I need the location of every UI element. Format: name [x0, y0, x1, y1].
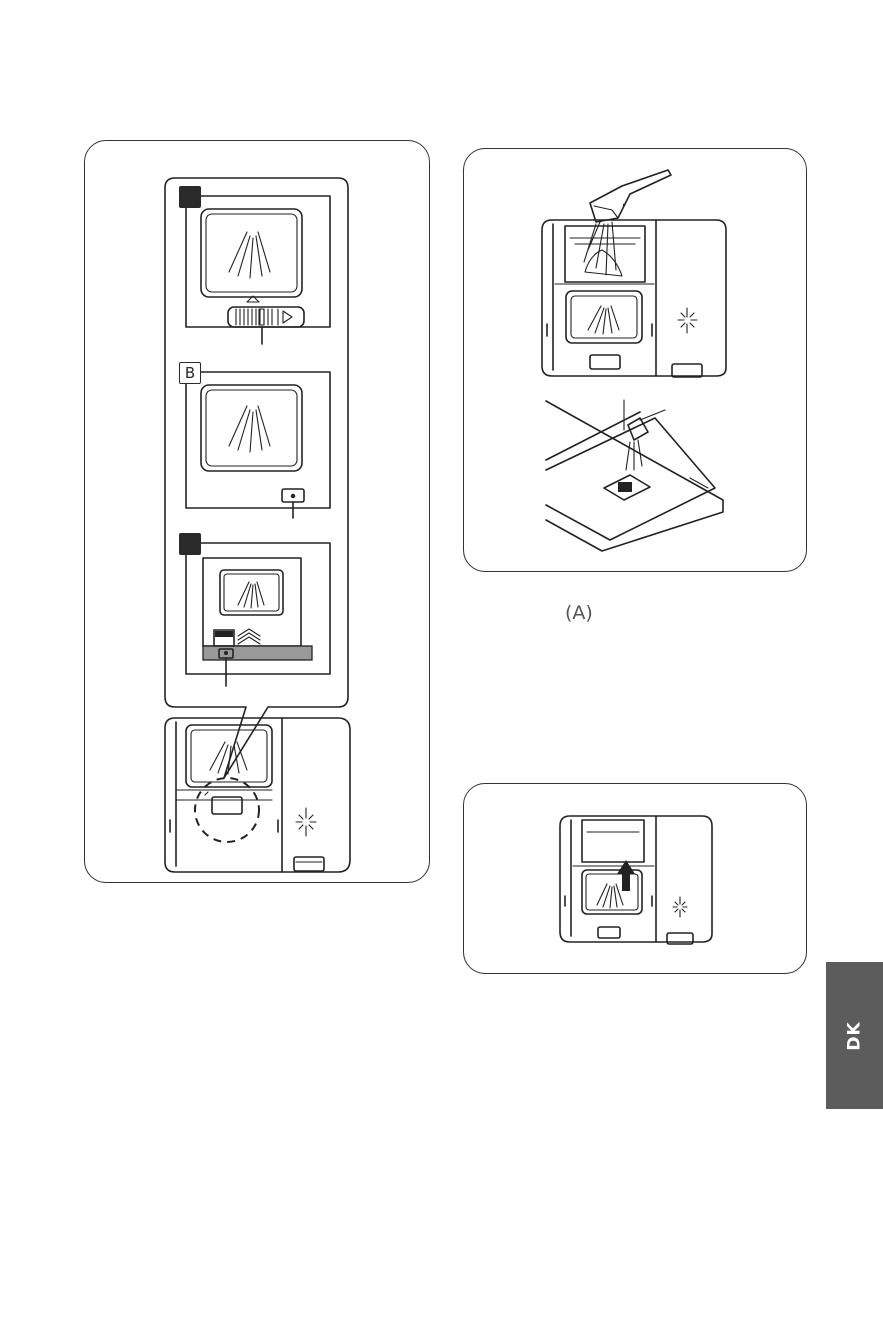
up-arrow-icon — [617, 860, 635, 891]
language-side-tab: DK — [826, 962, 883, 1109]
language-tab-label: DK — [844, 1021, 864, 1050]
